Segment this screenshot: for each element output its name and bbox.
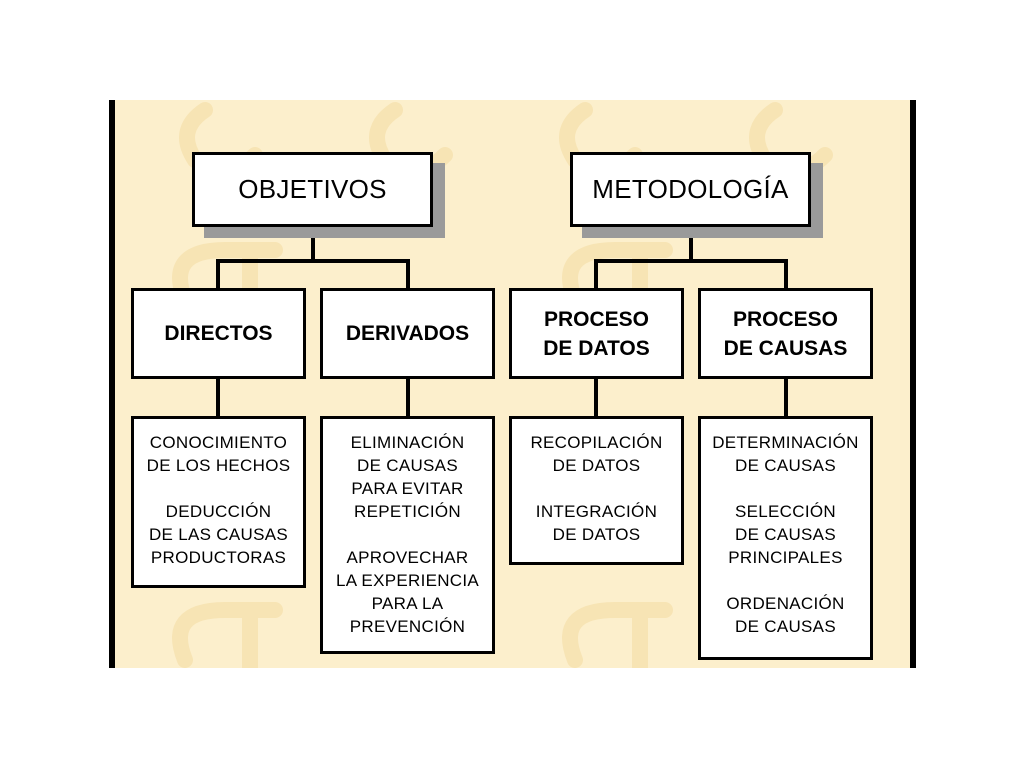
proceso-datos-box: PROCESO DE DATOS bbox=[509, 288, 684, 379]
derivados-box: DERIVADOS bbox=[320, 288, 495, 379]
connector-proceso-datos-drop bbox=[594, 259, 598, 290]
derivados-detail-text: ELIMINACIÓN DE CAUSAS PARA EVITAR REPETI… bbox=[335, 433, 480, 636]
connector-objetivos-stem bbox=[311, 225, 315, 261]
connector-directos-drop bbox=[216, 259, 220, 290]
metodologia-title: METODOLOGÍA bbox=[592, 174, 789, 204]
directos-label: DIRECTOS bbox=[164, 322, 273, 345]
directos-box: DIRECTOS bbox=[131, 288, 306, 379]
proceso-causas-detail-box: DETERMINACIÓN DE CAUSAS SELECCIÓN DE CAU… bbox=[698, 416, 873, 660]
metodologia-box: METODOLOGÍA bbox=[570, 152, 811, 227]
connector-objetivos-bar bbox=[216, 259, 410, 263]
connector-directos-detail bbox=[216, 376, 220, 418]
proceso-causas-box: PROCESO DE CAUSAS bbox=[698, 288, 873, 379]
connector-derivados-drop bbox=[406, 259, 410, 290]
derivados-detail-box: ELIMINACIÓN DE CAUSAS PARA EVITAR REPETI… bbox=[320, 416, 495, 654]
connector-derivados-detail bbox=[406, 376, 410, 418]
connector-proceso-causas-drop bbox=[784, 259, 788, 290]
directos-detail-box: CONOCIMIENTO DE LOS HECHOS DEDUCCIÓN DE … bbox=[131, 416, 306, 588]
proceso-causas-label: PROCESO DE CAUSAS bbox=[723, 307, 848, 360]
connector-metodologia-stem bbox=[689, 225, 693, 261]
proceso-causas-detail-text: DETERMINACIÓN DE CAUSAS SELECCIÓN DE CAU… bbox=[712, 433, 859, 636]
connector-proceso-datos-detail bbox=[594, 376, 598, 418]
connector-proceso-causas-detail bbox=[784, 376, 788, 418]
objetivos-box: OBJETIVOS bbox=[192, 152, 433, 227]
proceso-datos-detail-text: RECOPILACIÓN DE DATOS INTEGRACIÓN DE DAT… bbox=[530, 433, 663, 544]
proceso-datos-label: PROCESO DE DATOS bbox=[543, 307, 650, 360]
proceso-datos-detail-box: RECOPILACIÓN DE DATOS INTEGRACIÓN DE DAT… bbox=[509, 416, 684, 565]
directos-detail-text: CONOCIMIENTO DE LOS HECHOS DEDUCCIÓN DE … bbox=[146, 433, 291, 567]
derivados-label: DERIVADOS bbox=[345, 322, 470, 345]
connector-metodologia-bar bbox=[594, 259, 788, 263]
objetivos-title: OBJETIVOS bbox=[238, 174, 387, 204]
